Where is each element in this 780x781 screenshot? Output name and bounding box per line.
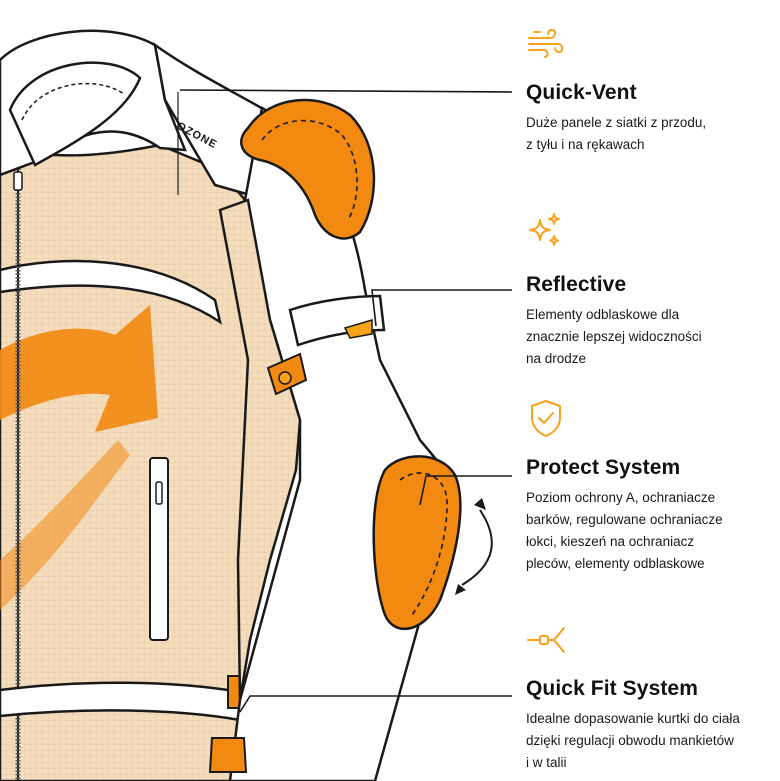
feature-protect-system: Protect System Poziom ochrony A, ochrani… — [526, 455, 776, 575]
feature-description: Elementy odblaskowe dla znacznie lepszej… — [526, 307, 702, 366]
elbow-pad — [372, 455, 462, 631]
chest-pocket-zipper — [149, 457, 169, 641]
leader-quick-vent — [179, 89, 513, 93]
feature-title: Protect System — [526, 456, 681, 479]
leader-reflective — [371, 289, 512, 327]
shoulder-pad — [240, 98, 376, 240]
feature-title: Quick Fit System — [526, 677, 698, 700]
leader-quick-fit — [239, 695, 512, 713]
wind-icon — [528, 28, 564, 58]
feature-description: Duże panele z siatki z przodu, z tyłu i … — [526, 115, 707, 152]
chest-reflective-strip — [0, 259, 222, 325]
waist-adjuster-tab — [227, 675, 241, 709]
collar — [0, 29, 187, 177]
sparkle-icon — [529, 213, 560, 246]
sleeve-mesh-panel — [218, 198, 302, 701]
feature-reflective: Reflective Elementy odblaskowe dla znacz… — [526, 272, 776, 370]
jacket-illustration: OZONE — [0, 29, 513, 781]
airflow-arrow — [0, 305, 158, 610]
leader-lines — [177, 89, 513, 713]
cuff-adjuster-tab — [208, 737, 248, 773]
adjuster-icon — [527, 627, 565, 653]
feature-quick-fit-system: Quick Fit System Idealne dopasowanie kur… — [526, 676, 776, 774]
leader-protect-system — [419, 475, 512, 506]
feature-description: Idealne dopasowanie kurtki do ciała dzię… — [526, 711, 740, 770]
reflective-accent — [343, 318, 373, 339]
shield-check-icon — [531, 400, 561, 437]
feature-description: Poziom ochrony A, ochraniacze barków, re… — [526, 490, 723, 571]
feature-quick-vent: Quick-Vent Duże panele z siatki z przodu… — [526, 80, 776, 156]
rotation-arrow — [461, 509, 493, 586]
feature-title: Quick-Vent — [526, 81, 637, 104]
feature-title: Reflective — [526, 273, 627, 296]
arm-reflective-band — [288, 294, 386, 347]
front-zipper — [13, 160, 23, 781]
